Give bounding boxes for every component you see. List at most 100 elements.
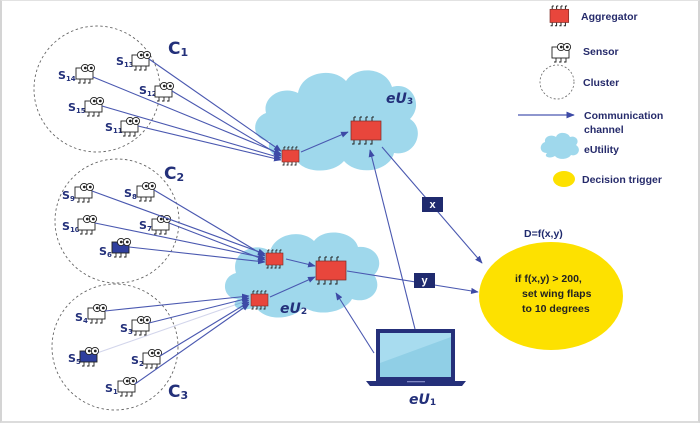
link-s7 (168, 222, 266, 261)
legend-item-communication-channel: Communication channel (518, 110, 663, 136)
link-y-to-decision (346, 270, 479, 294)
link-s4 (104, 293, 250, 312)
sensor-icon (111, 237, 132, 258)
svg-text:x: x (429, 199, 436, 211)
link-s2 (159, 301, 250, 357)
link-agg-to-eu2 (285, 258, 316, 268)
svg-text:S9: S9 (62, 189, 75, 203)
sensor-icon (77, 214, 98, 235)
eutility-cloud-eu3 (255, 70, 418, 171)
svg-text:S2: S2 (131, 354, 144, 368)
svg-text:S4: S4 (75, 311, 88, 325)
sensor-icon (136, 181, 157, 202)
sensor-s5: S5 (68, 346, 100, 367)
link-s8 (153, 189, 266, 257)
svg-text:y: y (421, 275, 428, 287)
link-s1 (134, 303, 250, 385)
aggregator-eu2 (315, 256, 347, 285)
link-agg-to-eu3 (300, 131, 349, 153)
svg-text:channel: channel (584, 124, 624, 136)
cluster-label: C3 (168, 382, 188, 402)
svg-text:eUtility: eUtility (584, 144, 619, 156)
sensor-s2: S2 (131, 348, 163, 369)
svg-text:Decision trigger: Decision trigger (582, 174, 662, 186)
cluster-c3: C3 (51, 283, 188, 411)
sensor-s13: S13 (116, 50, 152, 71)
decision-line-3: to 10 degrees (522, 303, 590, 315)
svg-text:S10: S10 (62, 220, 80, 234)
sensor-s7: S7 (139, 214, 172, 235)
svg-text:S8: S8 (124, 187, 137, 201)
svg-text:Cluster: Cluster (583, 77, 619, 89)
cloud-icon (540, 132, 579, 159)
sensor-s10: S10 (62, 214, 98, 235)
sensor-icon (131, 315, 152, 336)
sensor-s12: S12 (139, 81, 175, 102)
sensor-icon (84, 96, 105, 117)
sensor-s1: S1 (105, 376, 138, 397)
sensor-s9: S9 (62, 182, 95, 203)
sensor-icon (75, 63, 96, 84)
sensor-s3: S3 (120, 315, 152, 336)
sensor-icon (87, 303, 108, 324)
link-s6 (128, 246, 266, 265)
link-s3 (148, 296, 250, 324)
link-agg-to-eu2 (269, 276, 316, 298)
laptop-eu1-icon (366, 329, 466, 386)
sensor-icon (120, 116, 141, 137)
sensor-icon (131, 50, 152, 71)
eutility-label-eu2: eU2 (280, 301, 307, 317)
sensor-s11: S11 (105, 116, 141, 137)
link-s14 (92, 76, 282, 155)
cluster-circle (51, 283, 179, 411)
link-s12 (171, 90, 282, 157)
sensor-icon (142, 348, 163, 369)
link-s13 (148, 58, 282, 152)
link-s15 (101, 105, 282, 160)
cluster-label: C2 (164, 164, 184, 184)
svg-text:S13: S13 (116, 55, 134, 69)
svg-text:S6: S6 (99, 245, 112, 259)
sensor-s14: S14 (58, 63, 96, 84)
aggregator-eu3 (350, 116, 382, 145)
decision-trigger (479, 242, 623, 350)
legend-item-sensor: Sensor (551, 42, 619, 63)
decision-trigger-icon (553, 171, 575, 187)
sensor-s8: S8 (124, 181, 157, 202)
signal-x-box: x (422, 197, 443, 212)
sensor-icon (154, 81, 175, 102)
svg-text:S12: S12 (139, 84, 157, 98)
svg-text:Communication: Communication (584, 110, 663, 122)
communication-channels (91, 58, 483, 385)
aggregator-c3 (250, 290, 269, 310)
cluster-label: C1 (168, 39, 188, 59)
svg-text:S1: S1 (105, 382, 118, 396)
cluster-icon (539, 64, 575, 100)
sensor-icon (79, 346, 100, 367)
sensor-s15: S15 (68, 96, 105, 117)
link-s5 (96, 299, 250, 354)
legend: Aggregator Sensor Cluster Communication … (518, 5, 663, 187)
decision-line-2: set wing flaps (522, 288, 592, 300)
sensor-icon (551, 42, 572, 63)
legend-item-cluster: Cluster (539, 64, 619, 100)
decision-line-1: if f(x,y) > 200, (515, 273, 582, 285)
cluster-circle (54, 158, 180, 284)
sensor-icon (117, 376, 138, 397)
eutility-label-eu1: eU1 (409, 392, 436, 408)
link-s10 (94, 222, 266, 260)
legend-item-decision-trigger: Decision trigger (553, 171, 662, 187)
signal-y-box: y (414, 273, 435, 288)
svg-text:S11: S11 (105, 121, 123, 135)
link-eu1-to-eu2 (335, 292, 375, 354)
svg-text:S7: S7 (139, 219, 152, 233)
link-s9 (91, 190, 266, 255)
svg-text:S14: S14 (58, 69, 76, 83)
aggregator-icon (549, 5, 570, 27)
sensor-s4: S4 (75, 303, 108, 325)
svg-text:Aggregator: Aggregator (581, 11, 638, 23)
eutility-label-eu3: eU3 (386, 91, 413, 107)
sensor-icon (74, 182, 95, 203)
